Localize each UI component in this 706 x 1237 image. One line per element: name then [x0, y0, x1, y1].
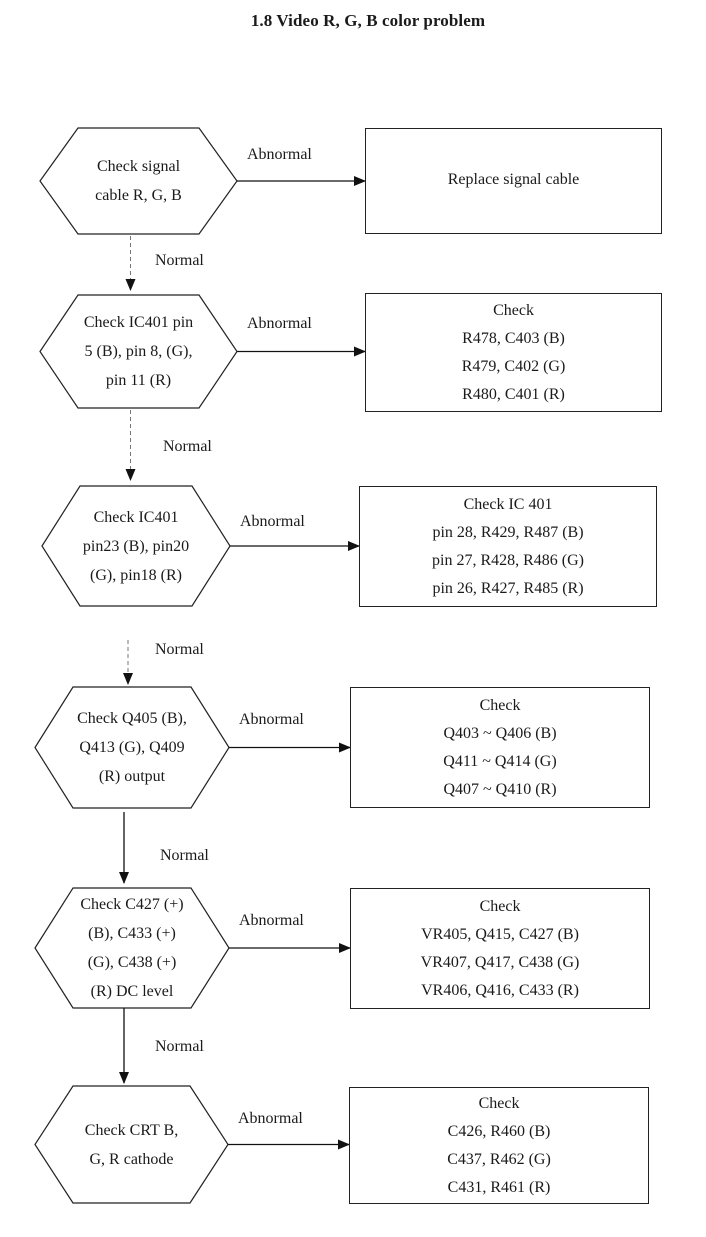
- normal-label: Normal: [155, 1038, 204, 1055]
- normal-label: Normal: [160, 847, 209, 864]
- decision-text-line: Check IC401 pin: [83, 314, 194, 331]
- decision-text-line: 5 (B), pin 8, (G),: [84, 343, 193, 360]
- decision-text-line: Check C427 (+): [80, 896, 184, 913]
- action-text-line: VR405, Q415, C427 (B): [421, 925, 579, 943]
- decision-text-line: G, R cathode: [89, 1150, 174, 1168]
- action-text-line: Check IC 401: [463, 495, 553, 513]
- action-box: Check IC 401 pin 28, R429, R487 (B) pin 27…: [359, 486, 657, 607]
- decision-text-line: Check signal: [96, 158, 181, 175]
- decision-text: Check CRT B, G, R cathode: [55, 1086, 208, 1203]
- abnormal-label: Abnormal: [239, 711, 304, 728]
- action-text-line: Q407 ~ Q410 (R): [443, 780, 557, 798]
- action-text-line: Check: [479, 897, 521, 915]
- action-text-line: C437, R462 (G): [447, 1150, 551, 1168]
- action-text-line: Check: [493, 301, 534, 319]
- abnormal-label: Abnormal: [247, 146, 312, 163]
- abnormal-label: Abnormal: [247, 315, 312, 332]
- decision-text: Check C427 (+) (B), C433 (+) (G), C438 (+)…: [55, 888, 209, 1008]
- action-text-line: Q403 ~ Q406 (B): [443, 724, 557, 742]
- action-text-line: pin 28, R429, R487 (B): [432, 523, 584, 541]
- decision-text-line: (R) DC level: [90, 983, 174, 1000]
- decision-text-line: Q413 (G), Q409: [79, 739, 185, 756]
- decision-text: Check Q405 (B), Q413 (G), Q409 (R) output: [55, 687, 209, 808]
- normal-label: Normal: [155, 252, 204, 269]
- decision-text-line: cable R, G, B: [95, 187, 182, 204]
- abnormal-label: Abnormal: [239, 912, 304, 929]
- normal-label: Normal: [155, 641, 204, 658]
- action-text-line: C431, R461 (R): [447, 1178, 551, 1196]
- decision-text-line: Check IC401: [93, 508, 179, 526]
- action-text-line: R480, C401 (R): [462, 385, 565, 403]
- decision-text-line: pin23 (B), pin20: [82, 537, 190, 555]
- action-box: Replace signal cable: [365, 128, 662, 234]
- action-text-line: Q411 ~ Q414 (G): [443, 752, 557, 770]
- abnormal-label: Abnormal: [238, 1110, 303, 1127]
- decision-text: Check signal cable R, G, B: [60, 128, 217, 234]
- action-text-line: R479, C402 (G): [461, 357, 566, 375]
- decision-text: Check IC401 pin23 (B), pin20 (G), pin18 (R…: [62, 486, 210, 606]
- action-text-line: Check: [479, 696, 521, 714]
- decision-text-line: (R) output: [98, 768, 166, 785]
- action-text-line: R478, C403 (B): [462, 329, 565, 347]
- action-text-line: Replace signal cable: [447, 171, 580, 188]
- action-text-line: VR407, Q417, C438 (G): [420, 953, 580, 971]
- page-title: 1.8 Video R, G, B color problem: [250, 11, 486, 30]
- decision-text-line: (G), pin18 (R): [90, 566, 182, 584]
- action-text-line: VR406, Q416, C433 (R): [421, 981, 579, 999]
- action-text-line: C426, R460 (B): [447, 1122, 551, 1140]
- action-text-line: pin 26, R427, R485 (R): [432, 579, 584, 597]
- decision-text-line: (B), C433 (+): [88, 925, 176, 942]
- action-text-line: Check: [478, 1094, 520, 1112]
- decision-text: Check IC401 pin 5 (B), pin 8, (G), pin 11 …: [60, 295, 217, 408]
- decision-text-line: Check CRT B,: [84, 1121, 179, 1139]
- decision-text-line: Check Q405 (B),: [77, 710, 187, 727]
- action-text-line: pin 27, R428, R486 (G): [432, 551, 584, 569]
- abnormal-label: Abnormal: [240, 513, 305, 530]
- normal-label: Normal: [163, 438, 212, 455]
- decision-text-line: (G), C438 (+): [87, 954, 177, 971]
- decision-text-line: pin 11 (R): [105, 372, 172, 389]
